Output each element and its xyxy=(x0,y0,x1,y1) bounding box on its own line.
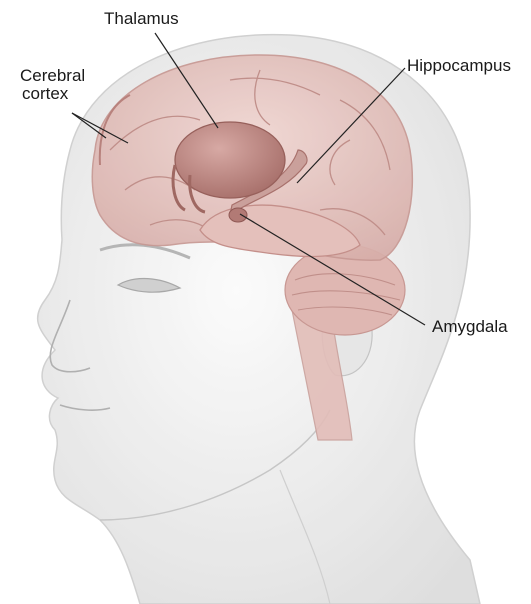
label-hippocampus: Hippocampus xyxy=(407,56,511,75)
label-cerebral-line1: Cerebral xyxy=(20,66,85,85)
label-thalamus: Thalamus xyxy=(104,9,179,28)
label-amygdala: Amygdala xyxy=(432,317,508,336)
label-cerebral-line2: cortex xyxy=(22,84,69,103)
amygdala xyxy=(229,208,247,222)
thalamus xyxy=(175,122,285,198)
